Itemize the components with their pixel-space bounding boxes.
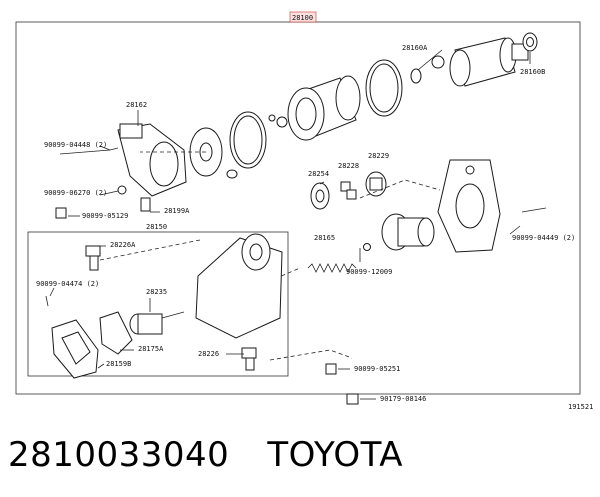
yoke-housing (268, 75, 361, 141)
gasket-28175a (99, 311, 133, 355)
label-28162: 28162 (126, 101, 147, 109)
label-90099-12009: 90099-12009 (346, 268, 392, 276)
nut-08146 (346, 393, 359, 405)
label-90099-06270: 90099-06270 (2) (44, 189, 107, 197)
label-28228: 28228 (338, 162, 359, 170)
label-28159b: 28159B (106, 360, 131, 368)
drive-housing (437, 159, 501, 253)
label-90099-04449: 90099-04449 (2) (512, 234, 575, 242)
label-28175a: 28175A (138, 345, 164, 353)
header-code: 28100 (292, 14, 313, 22)
label-28160b: 28160B (520, 68, 545, 76)
plunger-28235 (129, 311, 185, 335)
bolt-04474 (45, 295, 49, 307)
nut-05251 (325, 363, 337, 375)
part-caption: 2810033040 TOYOTA (8, 430, 592, 480)
gear-28229 (365, 171, 387, 197)
label-28165: 28165 (314, 234, 335, 242)
bushing-28199a (140, 197, 151, 212)
through-bolt (59, 149, 111, 155)
label-90179-08146: 90179-08146 (380, 395, 426, 403)
field-frame (195, 233, 283, 339)
label-28235: 28235 (146, 288, 167, 296)
subassembly-frame (27, 231, 289, 377)
o-ring-mid-inner (233, 115, 263, 165)
label-28226: 28226 (198, 350, 219, 358)
label-28229: 28229 (368, 152, 389, 160)
planetary-gear (310, 182, 330, 210)
terminal-28226a (85, 245, 101, 271)
label-90099-04448: 90099-04448 (2) (44, 141, 107, 149)
pinion-clutch (381, 213, 435, 251)
part-number: 2810033040 (8, 435, 230, 475)
cover-28159b (51, 319, 99, 379)
label-28254: 28254 (308, 170, 329, 178)
label-90099-05251: 90099-05251 (354, 365, 400, 373)
gear-28228 (340, 181, 357, 200)
spring-28165 (307, 263, 357, 273)
ball-12009 (363, 243, 371, 251)
brush-plate (189, 127, 238, 179)
footer-code: 191521 (568, 403, 593, 411)
o-ring-large-inner (369, 63, 399, 113)
label-28160a: 28160A (402, 44, 428, 52)
terminal-28226 (241, 347, 257, 371)
label-28199a: 28199A (164, 207, 190, 215)
parts-diagram: 28100 (15, 11, 593, 411)
screw-06270 (117, 185, 127, 195)
header-code-box (289, 11, 317, 23)
brand-name: TOYOTA (267, 435, 404, 475)
label-28226a: 28226A (110, 241, 136, 249)
label-90099-05129: 90099-05129 (82, 212, 128, 220)
bolt-04449 (521, 207, 547, 213)
label-28150: 28150 (146, 223, 167, 231)
label-90099-04474: 90099-04474 (2) (36, 280, 99, 288)
nut-05129 (55, 207, 67, 219)
end-frame (117, 123, 187, 197)
solenoid-part (410, 32, 538, 87)
